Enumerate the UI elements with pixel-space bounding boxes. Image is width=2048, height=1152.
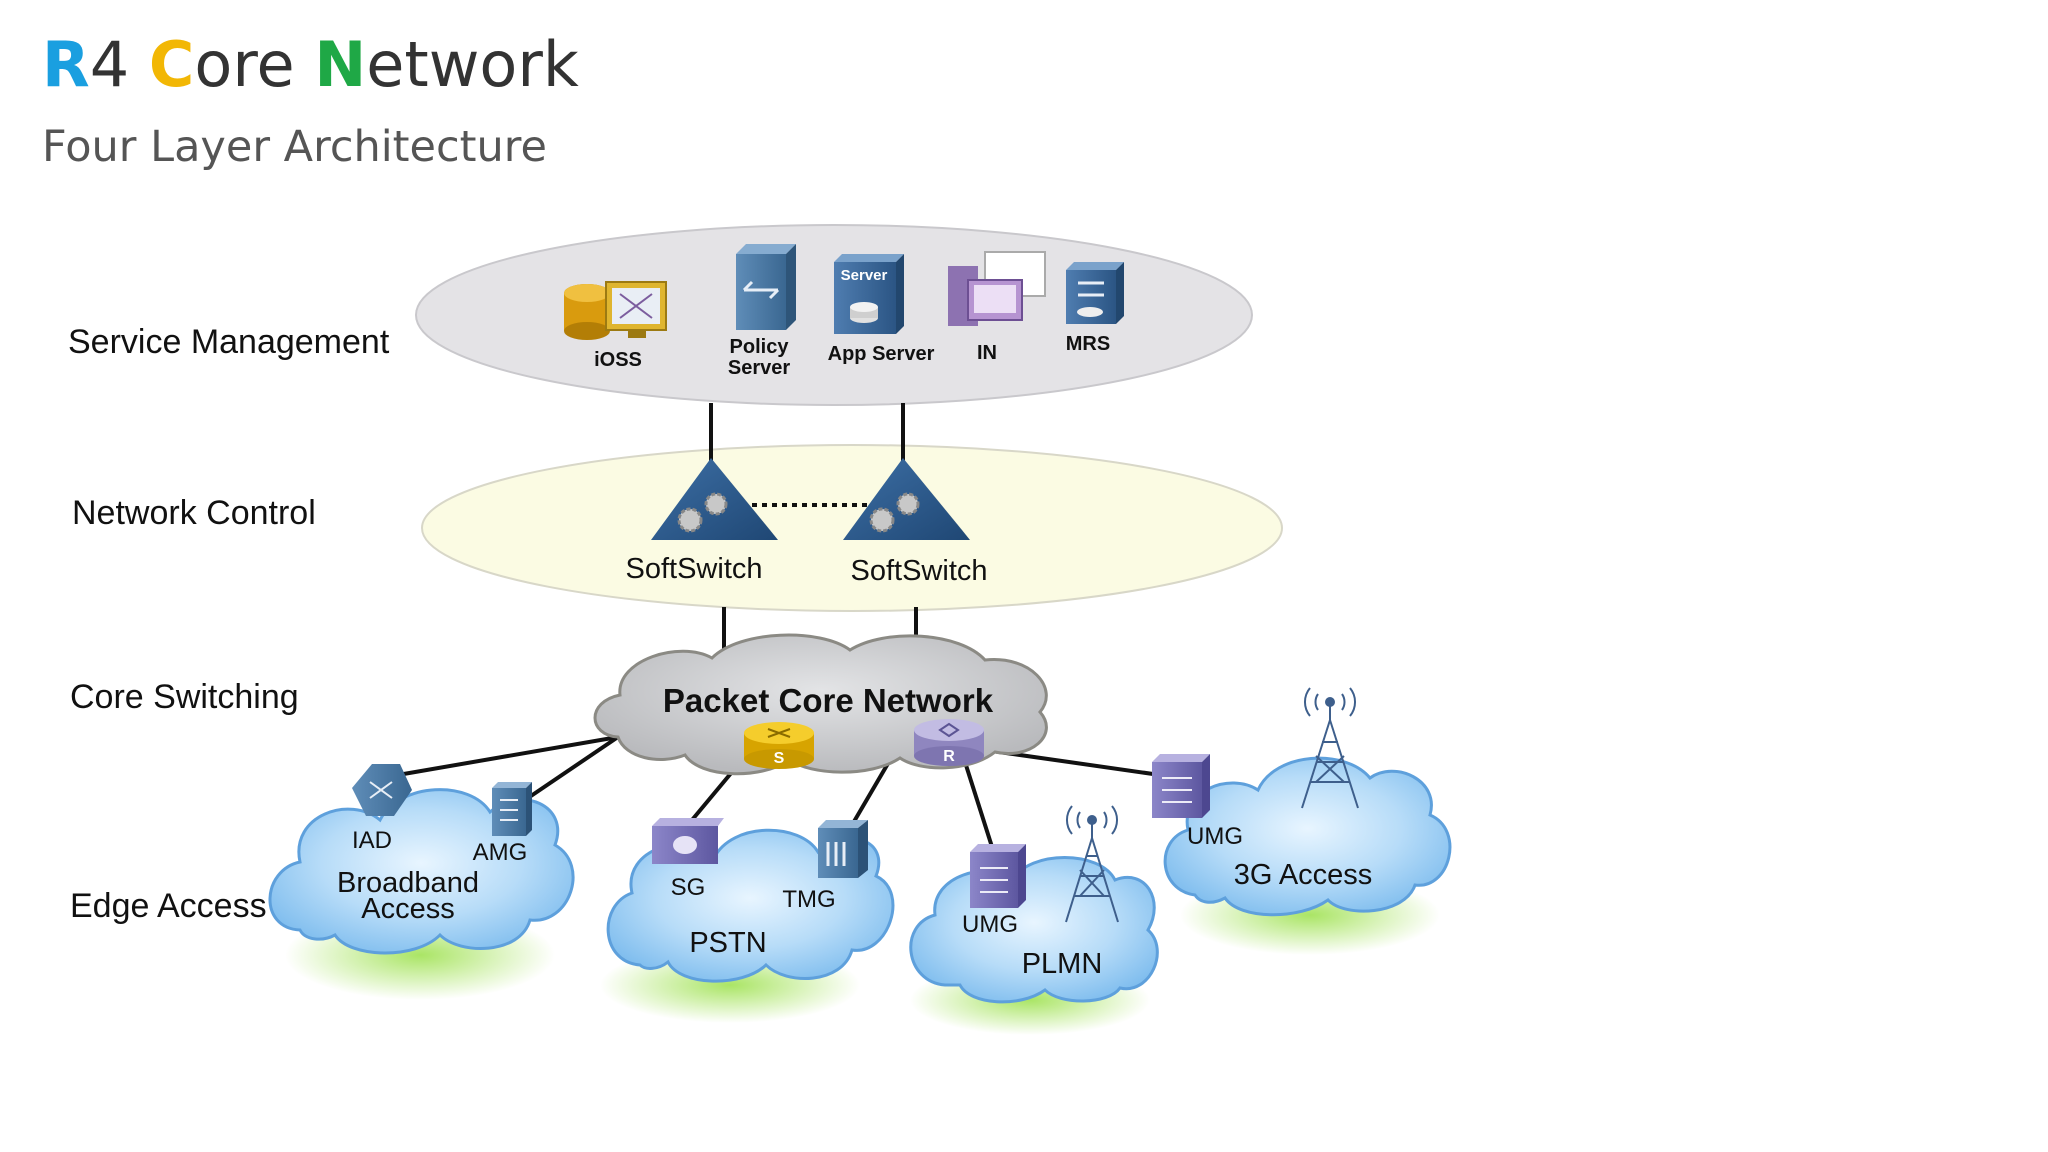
link-core-tmg xyxy=(850,758,892,827)
core-router-icon xyxy=(914,719,984,766)
plmn-label: PLMN xyxy=(1022,948,1103,980)
ioss-label: iOSS xyxy=(594,349,642,371)
plmn-umg-icon xyxy=(970,844,1026,908)
link-core-iad xyxy=(391,735,619,778)
mrs-label: MRS xyxy=(1066,333,1110,355)
policy-server-icon xyxy=(736,244,796,330)
iad-label: IAD xyxy=(352,827,392,854)
sg-label: SG xyxy=(671,874,706,901)
layer-label-edge: Edge Access xyxy=(70,887,267,925)
core-switch-icon xyxy=(744,722,814,769)
access3g-label: 3G Access xyxy=(1234,859,1373,891)
title-part-r: 4 xyxy=(89,28,149,101)
layer-label-core: Core Switching xyxy=(70,678,299,716)
app-server-label: App Server xyxy=(828,343,935,365)
link-core-plmn-umg xyxy=(963,761,995,851)
app-server-icon xyxy=(834,254,904,334)
softswitch-1-label: SoftSwitch xyxy=(626,553,763,585)
app-server-badge: Server xyxy=(841,267,888,284)
softswitch-1-icon xyxy=(651,458,778,540)
plmn-umg-label: UMG xyxy=(962,911,1018,938)
slide-title: R4 Core Network xyxy=(42,28,579,101)
title-part-n: etwork xyxy=(366,28,579,101)
in-label: IN xyxy=(977,342,997,364)
pstn-label: PSTN xyxy=(689,927,766,959)
broadband-label-2: Access xyxy=(361,893,454,925)
in-icon xyxy=(948,251,1046,326)
title-letter-c: C xyxy=(148,28,195,101)
policy-server-label-2: Server xyxy=(728,357,790,379)
link-core-amg xyxy=(523,735,620,802)
sg-icon xyxy=(652,818,724,864)
ioss-icon xyxy=(564,281,667,340)
core-switch-badge: S xyxy=(774,750,785,767)
plmn-tower-icon xyxy=(1065,805,1119,923)
access3g-umg-icon xyxy=(1152,754,1210,818)
tmg-label: TMG xyxy=(782,886,835,913)
access3g-umg-label: UMG xyxy=(1187,823,1243,850)
title-letter-r: R xyxy=(42,28,90,101)
softswitch-2-icon xyxy=(843,458,970,540)
tmg-icon xyxy=(818,820,868,878)
amg-label: AMG xyxy=(473,839,528,866)
plmn-cloud xyxy=(909,856,1159,1004)
title-letter-n: N xyxy=(314,28,367,101)
layer-label-service: Service Management xyxy=(68,323,390,361)
mrs-icon xyxy=(1066,262,1124,324)
iad-icon xyxy=(352,764,412,816)
core-router-badge: R xyxy=(943,748,955,765)
layer-label-control: Network Control xyxy=(72,494,316,532)
softswitch-2-label: SoftSwitch xyxy=(851,555,988,587)
broadband-label-1: Broadband xyxy=(337,867,479,899)
amg-icon xyxy=(492,782,532,836)
policy-server-label-1: Policy xyxy=(730,336,790,358)
slide-subtitle: Four Layer Architecture xyxy=(42,122,547,172)
access3g-tower-icon xyxy=(1301,687,1359,809)
packet-core-title: Packet Core Network xyxy=(663,682,994,719)
title-part-c: ore xyxy=(194,28,315,101)
